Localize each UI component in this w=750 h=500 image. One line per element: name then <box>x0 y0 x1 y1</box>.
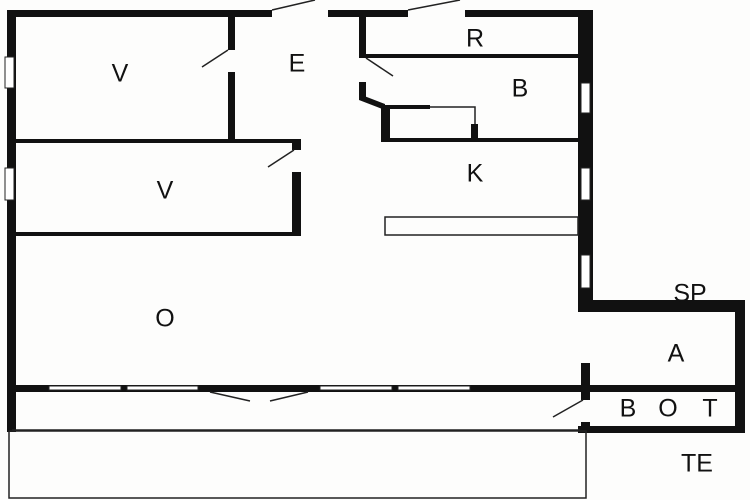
room-label-b2: B <box>620 395 637 423</box>
room-label-te: TE <box>681 450 713 478</box>
room-labels: V E R B V K O SP A B O T TE <box>112 25 718 478</box>
room-label-a: A <box>668 340 685 368</box>
room-label-o2: O <box>658 395 677 423</box>
thin-lines <box>8 106 587 499</box>
room-label-o: O <box>155 305 174 333</box>
room-label-v1: V <box>112 60 129 88</box>
room-label-k: K <box>467 160 484 188</box>
room-label-e: E <box>289 50 306 78</box>
terrace-outline <box>8 430 587 499</box>
windows <box>4 56 591 391</box>
room-label-sp: SP <box>673 280 706 308</box>
room-label-t: T <box>702 395 717 423</box>
room-label-r: R <box>466 25 484 53</box>
kitchen-counter <box>384 216 579 236</box>
room-label-b: B <box>512 75 529 103</box>
door-swings <box>201 0 584 418</box>
room-label-v2: V <box>157 177 174 205</box>
